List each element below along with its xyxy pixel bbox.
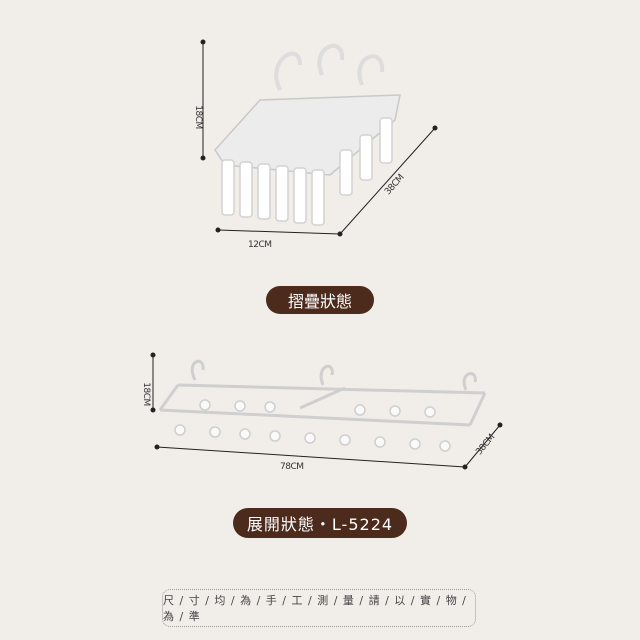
folded-width-label: 12CM [248,240,272,250]
unfolded-state-title: 展開狀態・L-5224 [233,508,407,538]
measurement-note: 尺 / 寸 / 均 / 為 / 手 / 工 / 測 / 量 / 請 / 以 / … [162,589,476,627]
folded-state-title: 摺疊狀態 [266,286,374,314]
unfolded-dimension-lines [150,352,503,470]
folded-dimension-lines [200,39,438,237]
folded-height-label: 18CM [192,105,203,129]
unfolded-hanger-image [158,359,487,452]
unfolded-height-label: 18CM [140,382,151,406]
unfolded-width-label: 78CM [280,462,304,472]
folded-hanger-image [214,43,401,226]
